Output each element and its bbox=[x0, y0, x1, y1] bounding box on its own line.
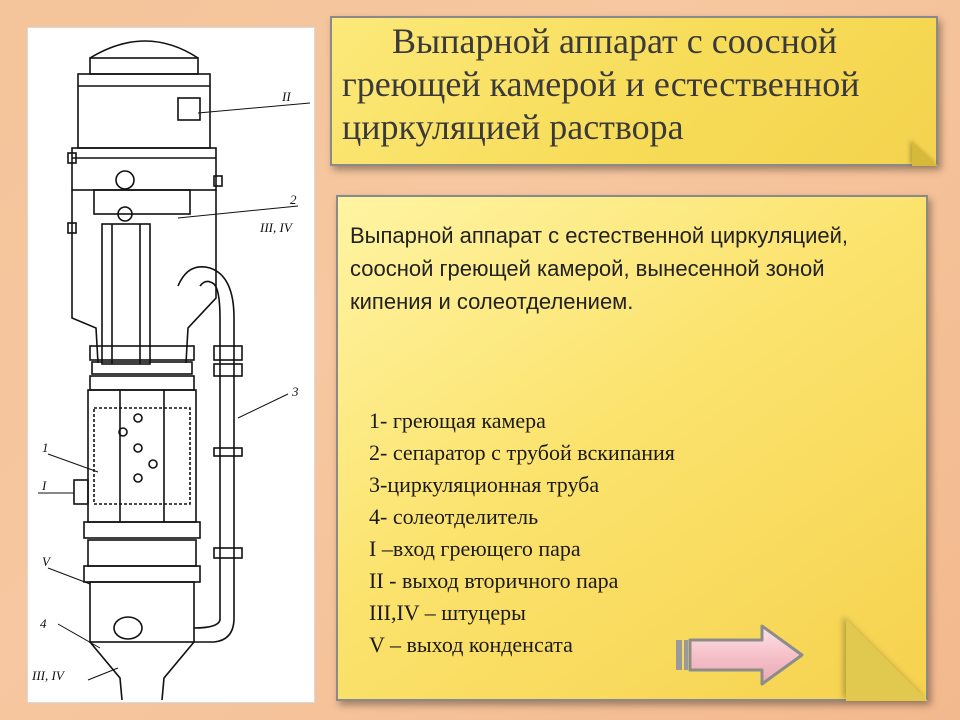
legend-item: III,IV – штуцеры bbox=[369, 600, 526, 625]
legend-item: 3-циркуляционная труба bbox=[369, 472, 600, 497]
legend-item: I –вход греющего пара bbox=[369, 536, 581, 561]
slide-title: Выпарной аппарат с соосной греющей камер… bbox=[342, 21, 860, 147]
drawing-label-III-IV-bottom: III, IV bbox=[31, 668, 66, 683]
legend-list: 1- греющая камера 2- сепаратор с трубой … bbox=[369, 405, 675, 661]
drawing-label-1: 1 bbox=[42, 440, 49, 455]
drawing-label-I: I bbox=[41, 478, 47, 493]
legend-item: 2- сепаратор с трубой вскипания bbox=[369, 440, 675, 465]
legend-item: II - выход вторичного пара bbox=[369, 568, 619, 593]
legend-item: V – выход конденсата bbox=[369, 632, 573, 657]
legend-item: 1- греющая камера bbox=[369, 408, 546, 433]
drawing-label-4: 4 bbox=[40, 616, 47, 631]
next-slide-button[interactable] bbox=[674, 622, 806, 688]
page-curl bbox=[846, 619, 928, 701]
legend-item: 4- солеотделитель bbox=[369, 504, 539, 529]
evaporator-schematic: II 2 III, IV 3 1 I V 4 III, IV bbox=[31, 40, 311, 701]
content-note: Выпарной аппарат с естественной циркуляц… bbox=[336, 195, 928, 701]
page-curl bbox=[912, 142, 938, 166]
drawing-label-V: V bbox=[42, 554, 52, 569]
arrow-right-icon bbox=[676, 624, 804, 686]
drawing-label-2: 2 bbox=[290, 192, 297, 207]
title-note: Выпарной аппарат с соосной греющей камер… bbox=[330, 16, 938, 166]
evaporator-drawing: II 2 III, IV 3 1 I V 4 III, IV bbox=[27, 27, 315, 703]
description-text: Выпарной аппарат с естественной циркуляц… bbox=[350, 223, 849, 314]
drawing-label-III-IV-top: III, IV bbox=[259, 220, 294, 235]
drawing-label-II: II bbox=[281, 89, 291, 104]
drawing-label-3: 3 bbox=[291, 384, 299, 399]
